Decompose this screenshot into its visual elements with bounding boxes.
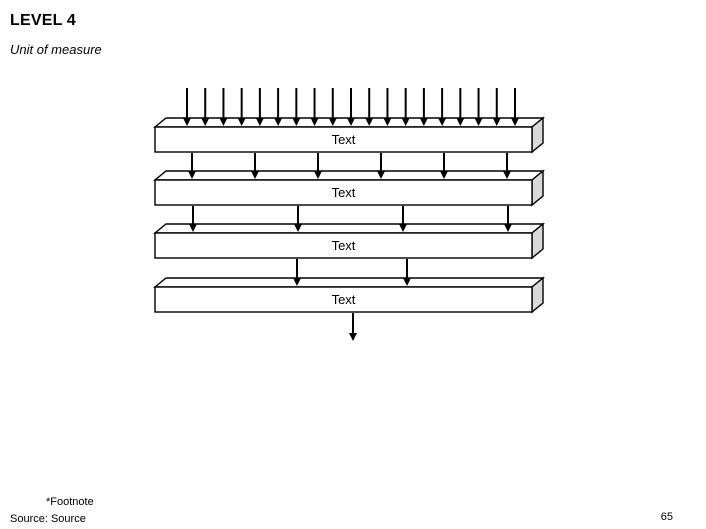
down-arrow — [251, 153, 259, 179]
down-arrow — [383, 88, 392, 126]
down-arrow — [504, 206, 512, 232]
bar-4-label: Text — [332, 292, 356, 307]
bar-3-top-face — [153, 223, 545, 234]
bar-2-label: Text — [332, 185, 356, 200]
down-arrow — [201, 88, 210, 126]
down-arrow — [401, 88, 410, 126]
page-number: 65 — [660, 511, 673, 523]
down-arrow — [274, 88, 283, 126]
footnote: *Footnote — [46, 496, 94, 508]
bar-1: Text — [153, 116, 545, 154]
down-arrow — [347, 88, 355, 126]
source: Source: Source — [10, 513, 86, 525]
down-arrow — [438, 88, 447, 126]
down-arrow — [310, 88, 319, 126]
bar-4-front-face — [154, 286, 533, 313]
bar-3-label: Text — [332, 238, 356, 253]
down-arrow — [189, 206, 197, 232]
down-arrow — [188, 153, 196, 179]
bar-2-top-face — [153, 170, 545, 181]
down-arrow — [183, 88, 191, 126]
down-arrow — [511, 88, 519, 126]
down-arrow — [255, 88, 264, 126]
down-arrow — [292, 88, 301, 126]
down-arrow — [349, 313, 357, 341]
bar-2: Text — [153, 169, 545, 207]
arrows-level-0 — [183, 88, 519, 126]
down-arrow — [474, 88, 483, 126]
down-arrow — [294, 206, 302, 232]
bar-1-front-face — [154, 126, 533, 153]
arrows-level-3 — [293, 259, 411, 286]
down-arrow — [314, 153, 322, 179]
down-arrow — [237, 88, 246, 126]
down-arrow — [492, 88, 501, 126]
bar-4: Text — [153, 276, 545, 314]
bar-3-front-face — [154, 232, 533, 259]
arrow-layers — [183, 88, 519, 341]
bar-4-top-face — [153, 277, 545, 288]
down-arrow — [403, 259, 411, 286]
down-arrow — [399, 206, 407, 232]
arrows-level-2 — [189, 206, 512, 232]
down-arrow — [419, 88, 428, 126]
down-arrow — [456, 88, 465, 126]
bar-3: Text — [153, 222, 545, 260]
page-title: LEVEL 4 — [10, 12, 77, 29]
down-arrow — [503, 153, 511, 179]
page-subtitle: Unit of measure — [10, 42, 102, 57]
down-arrow — [293, 259, 301, 286]
down-arrow — [328, 88, 337, 126]
bar-2-front-face — [154, 179, 533, 206]
bar-1-label: Text — [332, 132, 356, 147]
arrows-level-4 — [349, 313, 357, 341]
arrows-level-1 — [188, 153, 511, 179]
down-arrow — [365, 88, 374, 126]
down-arrow — [219, 88, 228, 126]
down-arrow — [440, 153, 448, 179]
down-arrow — [377, 153, 385, 179]
